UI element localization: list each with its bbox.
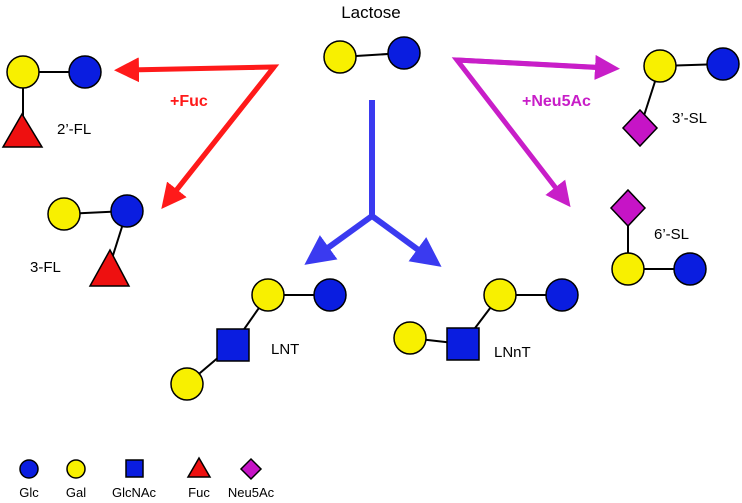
arrow-to-3fl — [161, 65, 276, 209]
glc-icon — [545, 278, 579, 312]
glycan-2fl — [1, 55, 102, 148]
diagram-title: Lactose — [341, 3, 401, 22]
fucosylation-arrows — [114, 57, 280, 209]
arrow-to-lnt — [304, 213, 374, 265]
glc-icon — [68, 55, 102, 89]
legend-gal: Gal — [66, 485, 86, 500]
glycan-3fl — [47, 194, 144, 287]
legend-neu5ac: Neu5Ac — [228, 485, 275, 500]
glycan-lnnt — [393, 278, 579, 361]
glycan-6sl — [609, 188, 707, 286]
glc-icon — [706, 47, 740, 81]
label-3fl: 3-FL — [30, 259, 61, 276]
gal-icon — [483, 278, 517, 312]
arrow-to-3sl — [456, 54, 620, 80]
label-2fl: 2’-FL — [57, 121, 91, 138]
gal-icon — [323, 40, 357, 74]
label-3sl: 3’-SL — [672, 110, 707, 127]
arrow-to-6sl — [451, 57, 611, 208]
label-lnnt: LNnT — [494, 344, 531, 361]
neu5ac-icon — [239, 457, 263, 481]
legend-glcnac: GlcNAc — [112, 485, 157, 500]
glcnac-icon — [125, 459, 144, 478]
glc-icon — [673, 252, 707, 286]
label-lnt: LNT — [271, 341, 299, 358]
neu5ac-icon — [621, 108, 659, 148]
gal-icon — [66, 459, 86, 479]
arrow-to-lnnt — [370, 213, 442, 267]
lactose-glycan — [323, 36, 421, 74]
glc-icon — [313, 278, 347, 312]
gal-icon — [611, 252, 645, 286]
fuc-operation-label: +Fuc — [170, 93, 208, 110]
sialylation-arrows — [451, 54, 620, 208]
glcnac-icon — [446, 327, 480, 361]
legend: Glc Gal GlcNAc Fuc Neu5Ac — [19, 456, 275, 500]
glc-icon — [110, 194, 144, 228]
neu5ac-operation-label: +Neu5Ac — [522, 93, 591, 110]
gal-icon — [393, 321, 427, 355]
neu5ac-icon — [609, 188, 647, 228]
fuc-icon — [186, 456, 212, 478]
glcnac-icon — [216, 328, 250, 362]
legend-fuc: Fuc — [188, 485, 210, 500]
arrow-to-2fl — [114, 57, 280, 203]
gal-icon — [6, 55, 40, 89]
gal-icon — [47, 197, 81, 231]
glycan-3sl — [621, 47, 740, 148]
fuc-icon — [88, 248, 131, 287]
label-6sl: 6’-SL — [654, 226, 689, 243]
fuc-icon — [1, 112, 44, 148]
legend-glc: Glc — [19, 485, 39, 500]
gal-icon — [170, 367, 204, 401]
elongation-arrows — [304, 100, 442, 267]
gal-icon — [643, 49, 677, 83]
glc-icon — [387, 36, 421, 70]
gal-icon — [251, 278, 285, 312]
glycan-lnt — [170, 278, 347, 401]
glc-icon — [19, 459, 39, 479]
